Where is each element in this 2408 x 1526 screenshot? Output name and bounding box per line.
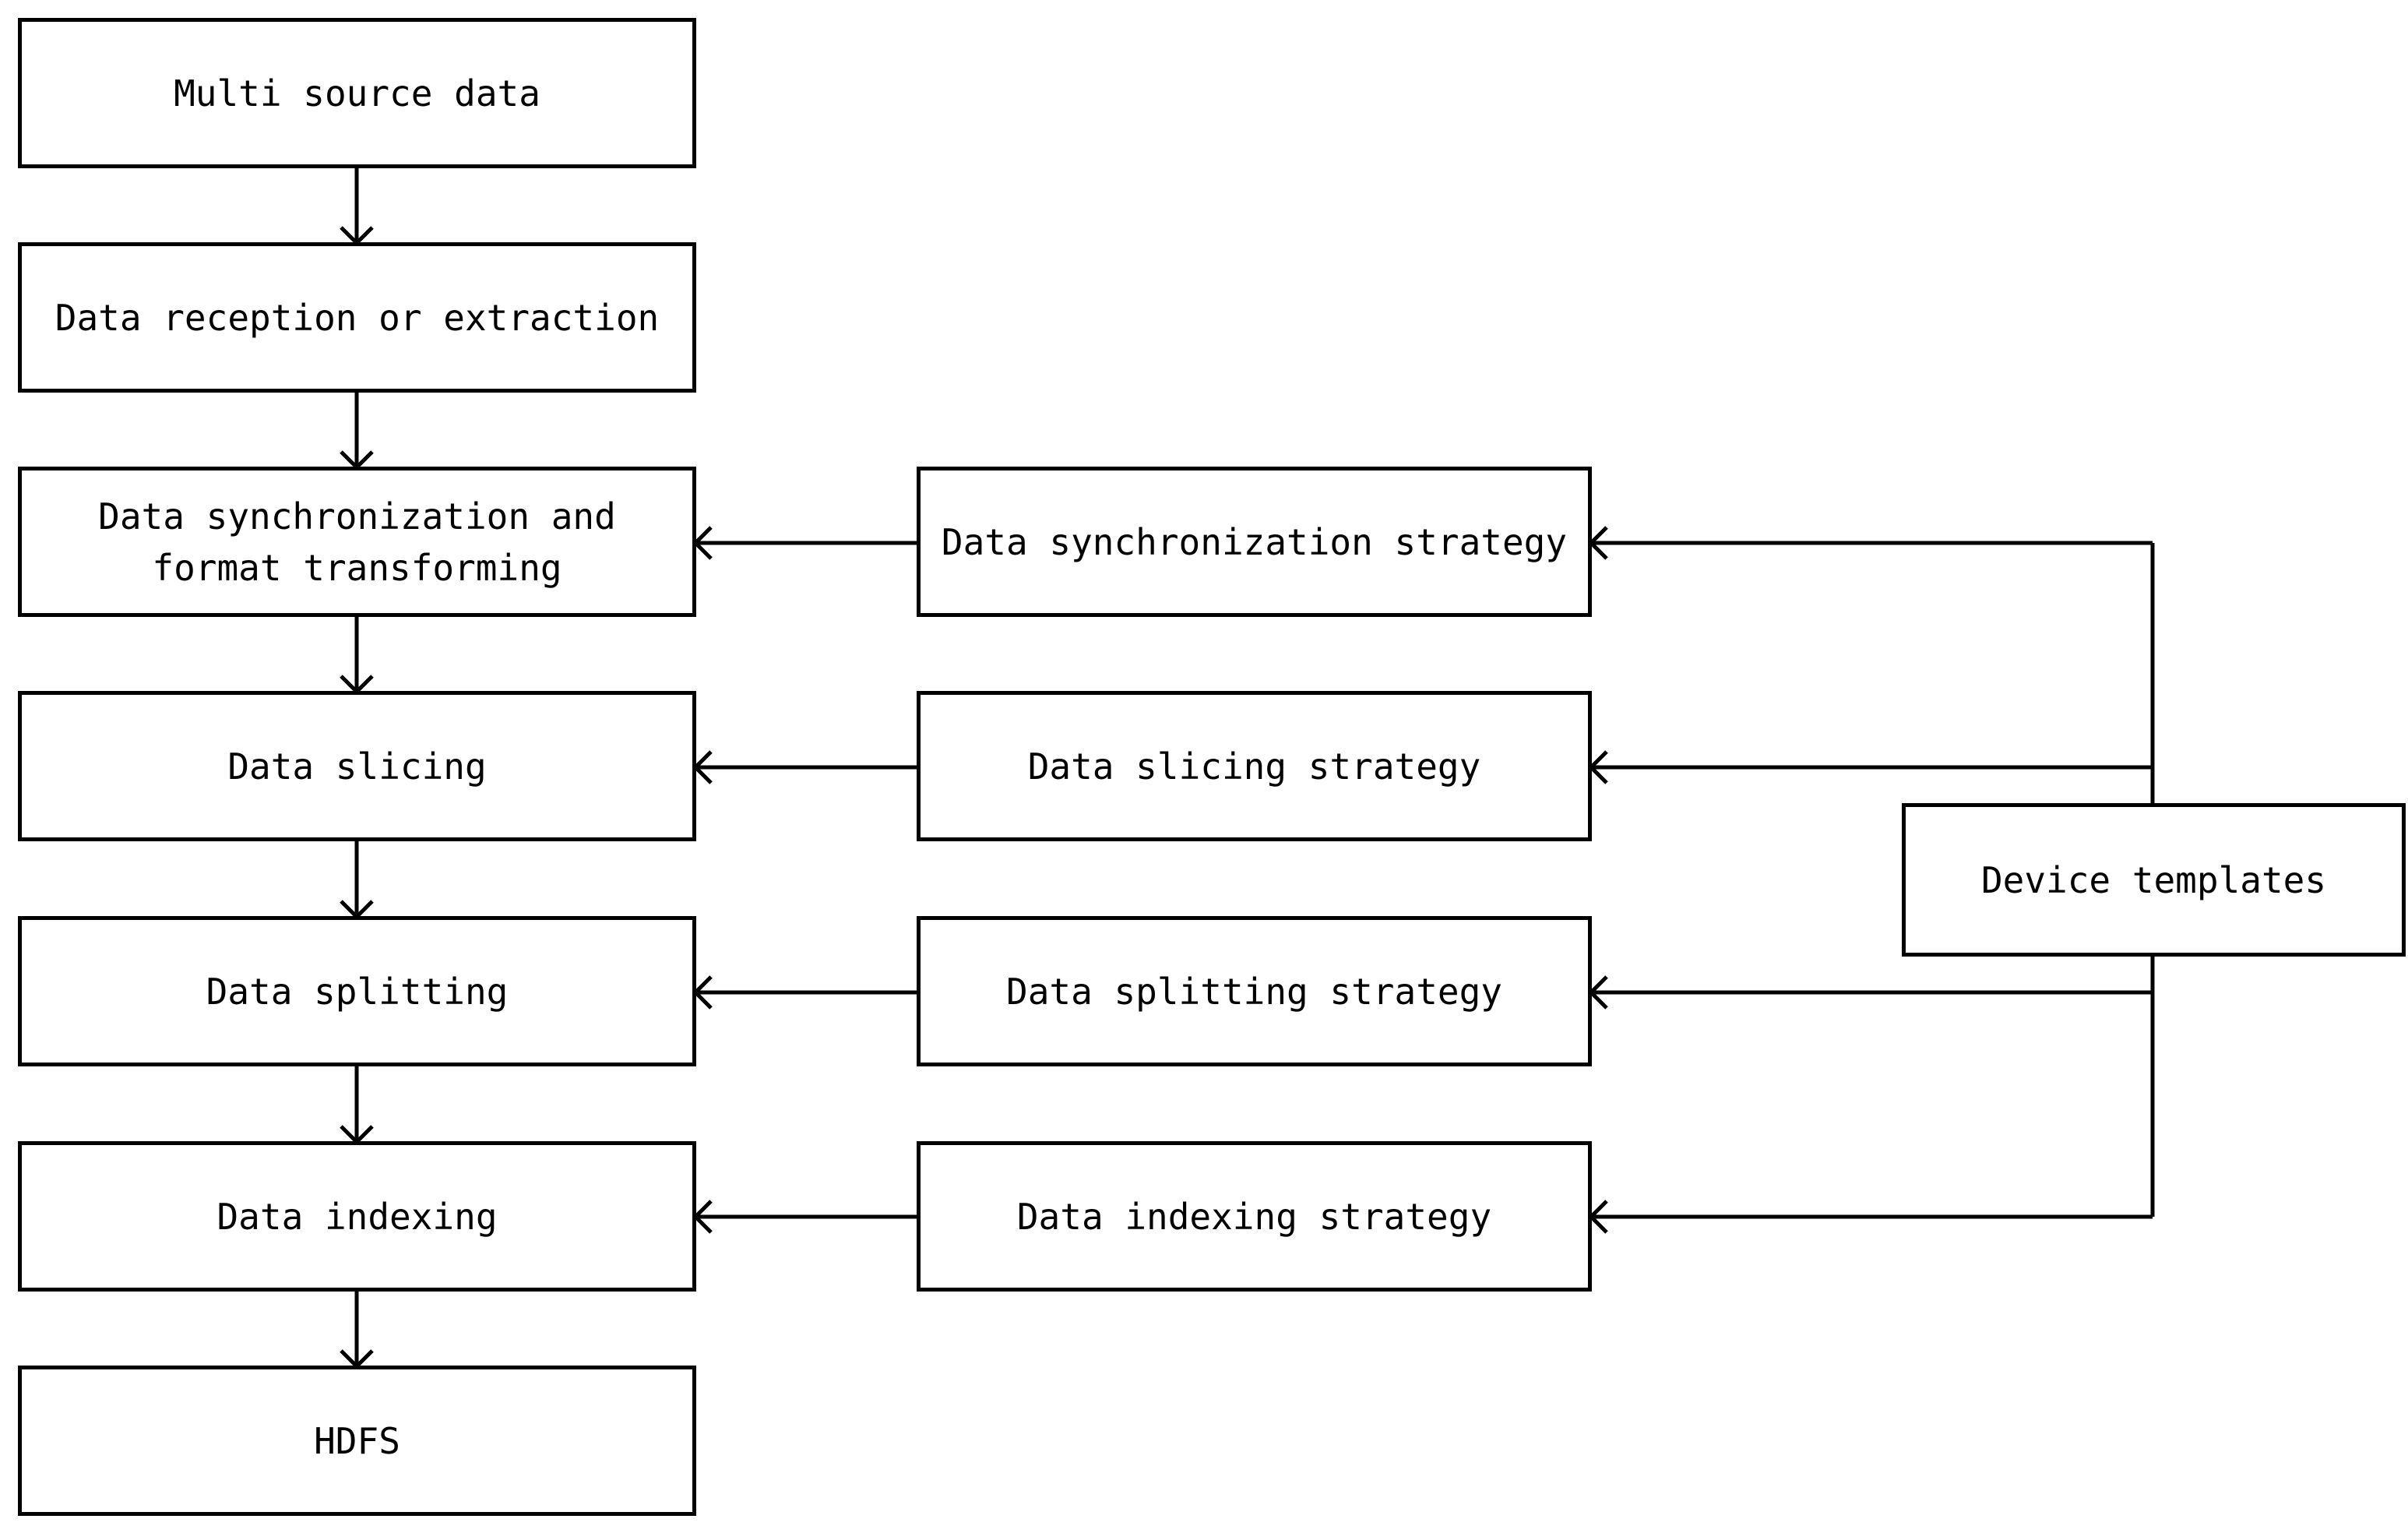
edge-splitting-strategy-to-splitting bbox=[692, 975, 917, 1010]
edge-slicing-strategy-to-slicing bbox=[692, 750, 917, 784]
edge-indexing-strategy-to-indexing bbox=[692, 1200, 917, 1234]
edge-synchronization-to-slicing bbox=[340, 616, 374, 695]
node-data-slicing: Data slicing bbox=[18, 691, 696, 841]
node-label: Multi source data bbox=[174, 72, 540, 115]
edge-slicing-to-splitting bbox=[340, 841, 374, 920]
node-label: Data synchronization strategy bbox=[941, 520, 1568, 563]
node-label: Data splitting bbox=[206, 970, 509, 1013]
node-data-splitting: Data splitting bbox=[18, 916, 696, 1066]
node-label: HDFS bbox=[314, 1419, 400, 1462]
node-label: Data indexing bbox=[217, 1195, 498, 1238]
node-label: Data slicing strategy bbox=[1027, 745, 1481, 788]
node-indexing-strategy: Data indexing strategy bbox=[917, 1141, 1592, 1292]
edge-reception-to-synchronization bbox=[340, 392, 374, 470]
node-slicing-strategy: Data slicing strategy bbox=[917, 691, 1592, 841]
node-label: Device templates bbox=[1980, 858, 2327, 901]
edge-templates-to-splitting-strategy bbox=[1588, 975, 2153, 1010]
node-label: Data indexing strategy bbox=[1016, 1195, 1492, 1238]
node-label: Data slicing bbox=[227, 745, 487, 788]
node-data-synchronization: Data synchronization and format transfor… bbox=[18, 467, 696, 617]
edge-templates-to-indexing-strategy bbox=[1588, 1200, 2153, 1234]
node-label: Data reception or extraction bbox=[55, 296, 660, 339]
edge-splitting-to-indexing bbox=[340, 1066, 374, 1145]
node-data-reception: Data reception or extraction bbox=[18, 242, 696, 393]
edge-templates-to-sync-strategy bbox=[1588, 526, 2153, 560]
node-multi-source-data: Multi source data bbox=[18, 18, 696, 168]
node-splitting-strategy: Data splitting strategy bbox=[917, 916, 1592, 1066]
edge-indexing-to-hdfs bbox=[340, 1291, 374, 1369]
node-label: Data synchronization and format transfor… bbox=[98, 495, 616, 589]
node-device-templates: Device templates bbox=[1902, 803, 2406, 957]
edge-multi-source-to-reception bbox=[340, 167, 374, 246]
edge-templates-to-slicing-strategy bbox=[1588, 750, 2153, 784]
node-hdfs: HDFS bbox=[18, 1366, 696, 1516]
node-data-indexing: Data indexing bbox=[18, 1141, 696, 1292]
edge-sync-strategy-to-sync bbox=[692, 526, 917, 560]
node-label: Data splitting strategy bbox=[1006, 970, 1502, 1013]
node-synchronization-strategy: Data synchronization strategy bbox=[917, 467, 1592, 617]
